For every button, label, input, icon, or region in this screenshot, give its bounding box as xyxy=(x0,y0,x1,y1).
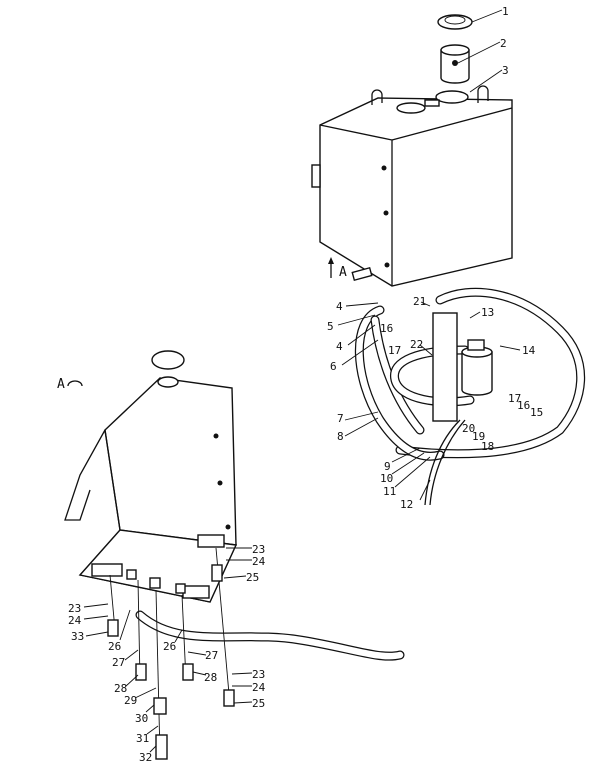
callout: 16 xyxy=(380,322,393,335)
callout: 4 xyxy=(336,340,343,353)
callout: 30 xyxy=(135,712,148,725)
callout: 17 xyxy=(388,344,401,357)
callout: 7 xyxy=(337,412,344,425)
callout: 17 xyxy=(508,392,521,405)
leader-lines xyxy=(83,9,521,753)
callout: 28 xyxy=(114,682,127,695)
filler-cap-parts xyxy=(437,14,473,84)
callout: 6 xyxy=(330,360,337,373)
callout: 21 xyxy=(413,295,426,308)
callout: 23 xyxy=(252,668,265,681)
callout: 2 xyxy=(500,37,507,50)
svg-text:A: A xyxy=(57,377,65,392)
callout: 23 xyxy=(252,543,265,556)
callout: 24 xyxy=(252,555,266,568)
callout: 15 xyxy=(530,406,543,419)
callout: 9 xyxy=(384,460,391,473)
callout: 5 xyxy=(327,320,334,333)
callout: 24 xyxy=(68,614,82,627)
fuel-hoses-upper xyxy=(354,287,586,506)
callout: 24 xyxy=(252,681,266,694)
callout: 18 xyxy=(481,440,494,453)
callout: 16 xyxy=(517,399,530,412)
callout: 29 xyxy=(124,694,137,707)
svg-text:A: A xyxy=(339,265,347,280)
fuel-tank-view-a xyxy=(64,350,405,760)
callout: 1 xyxy=(502,5,509,18)
callout: 12 xyxy=(400,498,413,511)
view-a-arrow: A A xyxy=(57,257,347,392)
callout: 27 xyxy=(112,656,125,669)
callout: 14 xyxy=(522,344,536,357)
callout: 11 xyxy=(383,485,396,498)
callout: 31 xyxy=(136,732,149,745)
callout: 28 xyxy=(204,671,217,684)
callout: 10 xyxy=(380,472,393,485)
callout: 32 xyxy=(139,751,152,764)
callout: 4 xyxy=(336,300,343,313)
callout: 19 xyxy=(472,430,485,443)
callout: 20 xyxy=(462,422,475,435)
fuel-tank-upper xyxy=(311,85,513,287)
callout: 22 xyxy=(410,338,423,351)
callout: 23 xyxy=(68,602,81,615)
part-callouts: 1 2 3 4 5 4 6 21 16 13 17 22 14 17 16 15… xyxy=(68,5,543,764)
callout: 33 xyxy=(71,630,84,643)
callout: 25 xyxy=(246,571,259,584)
callout: 26 xyxy=(108,640,121,653)
callout: 25 xyxy=(252,697,265,710)
callout: 13 xyxy=(481,306,494,319)
callout: 26 xyxy=(163,640,176,653)
callout: 3 xyxy=(502,64,509,77)
callout: 8 xyxy=(337,430,344,443)
callout: 27 xyxy=(205,649,218,662)
